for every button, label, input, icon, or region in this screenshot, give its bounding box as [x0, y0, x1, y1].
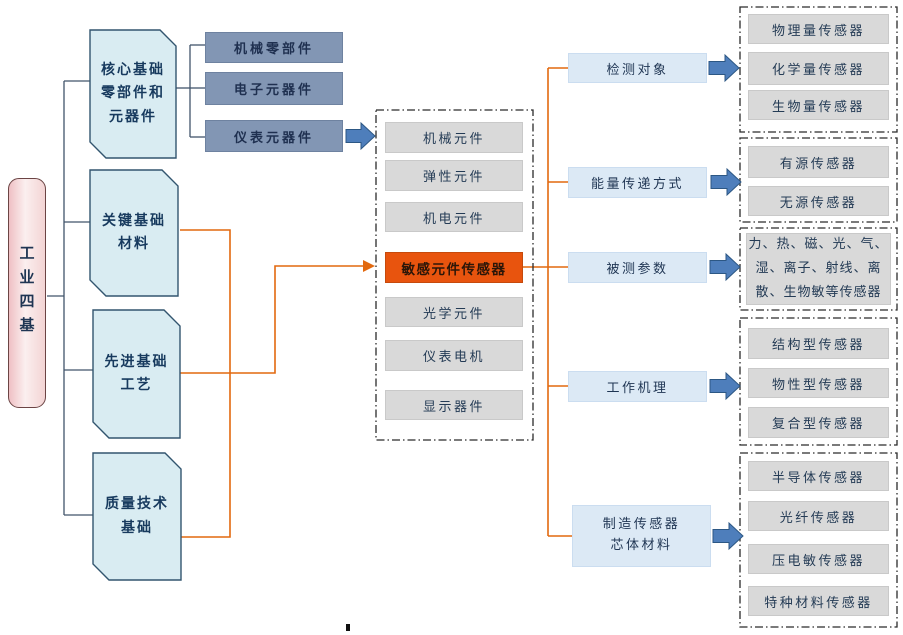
- block-arrow-icon: [709, 371, 741, 401]
- dashed-group-borders: [375, 6, 898, 628]
- pillar-shapes: [89, 29, 182, 581]
- orange-arrowhead-icon: [363, 260, 375, 272]
- pillar-advanced-processes: 先进基础 工艺: [104, 353, 169, 393]
- root-node: 工业四基: [8, 178, 46, 408]
- group-border: [739, 137, 898, 223]
- sensor-piezoelectric: 压电敏传感器: [748, 544, 889, 574]
- component-mechanical-parts: 机械零部件: [205, 32, 343, 63]
- pentagon-shape: [89, 169, 179, 297]
- sensor-composite: 复合型传感器: [748, 407, 889, 438]
- component-instrument-parts: 仪表元器件: [205, 120, 343, 152]
- element-sensor-highlighted: 敏感元件传感器: [385, 252, 523, 283]
- block-arrow-icon: [710, 167, 742, 197]
- block-arrows: [345, 53, 744, 551]
- core-elements-border: [375, 109, 534, 441]
- sensor-active: 有源传感器: [748, 146, 889, 178]
- flow-line-orange: [180, 265, 363, 374]
- element-elastic: 弹性元件: [385, 160, 523, 191]
- sensor-measured-parameter-list: 力、热、磁、光、气、 湿、离子、射线、离 散、生物敏等传感器: [746, 233, 891, 305]
- flow-line-orange: [180, 229, 231, 538]
- sensor-optical-fiber: 光纤传感器: [748, 501, 889, 531]
- pillar-quality-technology: 质量技术 基础: [105, 496, 169, 536]
- sensor-physical-quantity: 物理量传感器: [748, 14, 889, 44]
- sensor-semiconductor: 半导体传感器: [748, 461, 889, 491]
- sensor-structural: 结构型传感器: [748, 328, 889, 359]
- pentagon-shape: [92, 309, 181, 439]
- sensor-biological-quantity: 生物量传感器: [748, 90, 889, 120]
- branch-measured-parameter: 被测参数: [568, 252, 707, 283]
- flow-lines-orange: [180, 67, 572, 538]
- sensor-chemical-quantity: 化学量传感器: [748, 52, 889, 85]
- group-border: [739, 317, 898, 446]
- branch-detection-object: 检测对象: [568, 53, 707, 83]
- sensor-special-material: 特种材料传感器: [748, 586, 889, 616]
- branch-core-material: 制造传感器 芯体材料: [572, 505, 711, 567]
- branch-working-mechanism: 工作机理: [568, 371, 707, 402]
- branch-energy-transfer: 能量传递方式: [568, 167, 707, 198]
- element-mechanical: 机械元件: [385, 122, 523, 153]
- block-arrow-icon: [712, 521, 744, 551]
- element-instrument-motor: 仪表电机: [385, 340, 523, 371]
- group-border: [739, 6, 898, 133]
- connector-lines-left: [47, 44, 205, 516]
- pillar-core-components: 核心基础 零部件和 元器件: [101, 62, 165, 125]
- component-electronic-parts: 电子元器件: [205, 72, 343, 105]
- element-display-device: 显示器件: [385, 390, 523, 420]
- block-arrow-icon: [708, 53, 740, 83]
- element-electromechanical: 机电元件: [385, 202, 523, 232]
- group-border: [739, 452, 898, 628]
- block-arrow-icon: [345, 121, 376, 151]
- pentagon-shape: [89, 29, 177, 159]
- stray-mark: [346, 624, 350, 631]
- sensor-material-property: 物性型传感器: [748, 368, 889, 398]
- sensor-passive: 无源传感器: [748, 186, 889, 216]
- pentagon-shape: [92, 452, 182, 581]
- block-arrow-icon: [709, 252, 741, 282]
- element-optical: 光学元件: [385, 297, 523, 327]
- pillar-key-materials: 关键基础 材料: [102, 212, 166, 252]
- group-border: [739, 227, 898, 311]
